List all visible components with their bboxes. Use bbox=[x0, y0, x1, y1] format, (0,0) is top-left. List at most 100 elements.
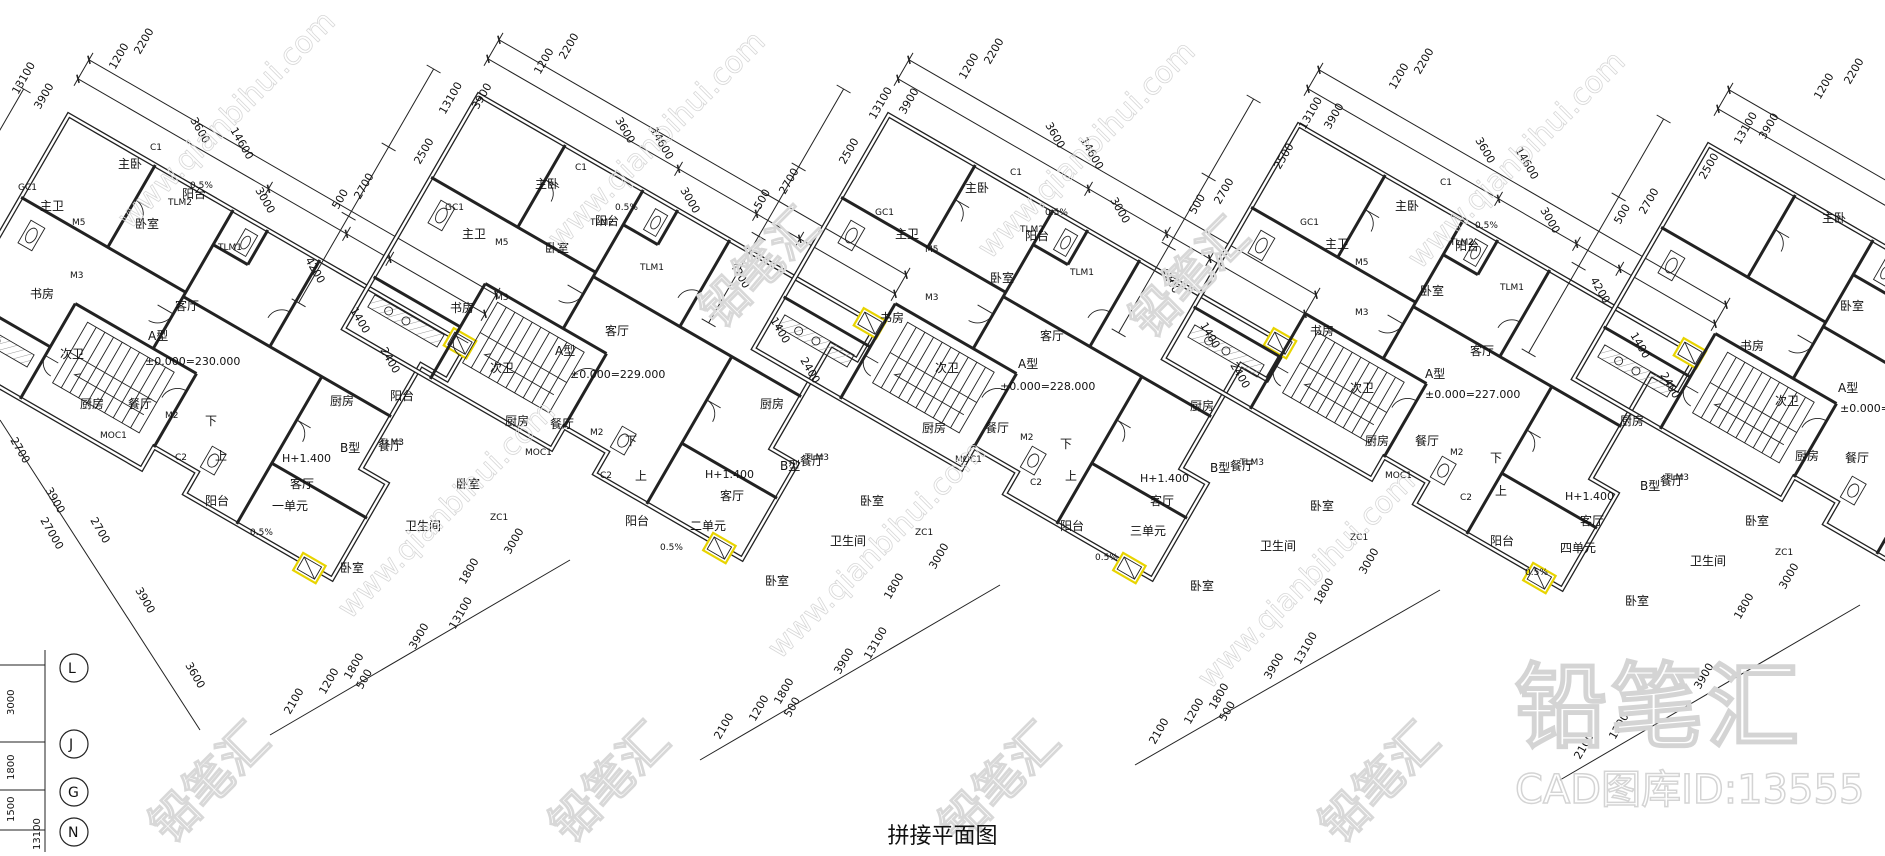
svg-text:餐厅: 餐厅 bbox=[1660, 473, 1684, 488]
svg-text:C2: C2 bbox=[600, 471, 612, 481]
svg-text:±0.000=227.000: ±0.000=227.000 bbox=[1840, 402, 1885, 415]
svg-text:TLM2: TLM2 bbox=[1019, 225, 1044, 235]
svg-text:铅笔汇: 铅笔汇 bbox=[1119, 207, 1260, 348]
svg-text:3600: 3600 bbox=[1042, 120, 1067, 151]
svg-text:客厅: 客厅 bbox=[1470, 343, 1494, 358]
svg-text:主卧: 主卧 bbox=[118, 157, 142, 171]
svg-text:卧室: 卧室 bbox=[990, 270, 1014, 285]
svg-text:书房: 书房 bbox=[30, 286, 54, 301]
svg-text:2200: 2200 bbox=[131, 26, 156, 57]
svg-text:L: L bbox=[68, 661, 76, 677]
svg-text:3900: 3900 bbox=[132, 585, 157, 616]
svg-text:卫生间: 卫生间 bbox=[1260, 539, 1296, 553]
svg-text:2500: 2500 bbox=[1271, 141, 1296, 172]
unit-plan-4 bbox=[1106, 38, 1736, 602]
unit-plan-3 bbox=[696, 28, 1326, 592]
svg-text:B型: B型 bbox=[780, 459, 800, 473]
svg-text:下: 下 bbox=[1060, 437, 1072, 451]
svg-text:卧室: 卧室 bbox=[1420, 283, 1444, 298]
svg-text:厨房: 厨房 bbox=[1795, 448, 1819, 463]
svg-text:1200: 1200 bbox=[106, 41, 131, 72]
svg-text:3900: 3900 bbox=[42, 485, 67, 516]
svg-text:3900: 3900 bbox=[831, 646, 856, 677]
svg-text:卧室: 卧室 bbox=[456, 476, 480, 491]
svg-text:1800: 1800 bbox=[456, 556, 481, 587]
svg-text:卧室: 卧室 bbox=[545, 240, 569, 255]
svg-text:3900: 3900 bbox=[406, 621, 431, 652]
svg-text:主卧: 主卧 bbox=[1395, 199, 1419, 213]
svg-text:卧室: 卧室 bbox=[1625, 593, 1649, 608]
svg-text:上: 上 bbox=[215, 449, 227, 463]
svg-text:2700: 2700 bbox=[776, 166, 801, 197]
svg-text:阳台: 阳台 bbox=[625, 513, 649, 528]
axis-grid: L J G N 3000 1800 1500 13100 bbox=[0, 650, 89, 852]
svg-text:书房: 书房 bbox=[1740, 338, 1764, 353]
svg-text:500: 500 bbox=[1611, 202, 1633, 227]
svg-text:GC1: GC1 bbox=[875, 208, 894, 218]
svg-text:TLM3: TLM3 bbox=[1239, 458, 1264, 468]
svg-text:2200: 2200 bbox=[981, 36, 1006, 67]
svg-text:主卫: 主卫 bbox=[40, 199, 64, 213]
svg-text:餐厅: 餐厅 bbox=[1415, 433, 1439, 448]
svg-text:www.qianbihui.com: www.qianbihui.com bbox=[331, 394, 563, 626]
svg-text:阳台: 阳台 bbox=[1455, 238, 1479, 253]
svg-text:M2: M2 bbox=[1020, 433, 1034, 443]
svg-text:3900: 3900 bbox=[1756, 111, 1781, 142]
svg-text:卫生间: 卫生间 bbox=[830, 534, 866, 548]
svg-text:13100: 13100 bbox=[32, 818, 43, 850]
svg-text:主卫: 主卫 bbox=[462, 227, 486, 241]
svg-text:上: 上 bbox=[1065, 469, 1077, 483]
svg-text:C1: C1 bbox=[1010, 168, 1022, 178]
svg-text:上: 上 bbox=[1495, 484, 1507, 498]
svg-text:TLM2: TLM2 bbox=[167, 198, 192, 208]
axis-bubble-n bbox=[59, 817, 89, 847]
svg-text:M3: M3 bbox=[1355, 308, 1369, 318]
unit-plan-2 bbox=[286, 8, 916, 572]
svg-text:厨房: 厨房 bbox=[1365, 433, 1389, 448]
svg-text:二单元: 二单元 bbox=[690, 519, 726, 533]
svg-text:2700: 2700 bbox=[1636, 186, 1661, 217]
svg-text:餐厅: 餐厅 bbox=[1230, 458, 1254, 473]
svg-text:ZC1: ZC1 bbox=[490, 513, 508, 523]
svg-text:0.5%: 0.5% bbox=[660, 543, 683, 553]
svg-text:3900: 3900 bbox=[1321, 101, 1346, 132]
svg-text:TLM3: TLM3 bbox=[379, 438, 404, 448]
svg-text:客厅: 客厅 bbox=[720, 488, 744, 503]
svg-text:A型: A型 bbox=[1018, 357, 1038, 371]
svg-text:2200: 2200 bbox=[1411, 46, 1436, 77]
svg-text:阳台: 阳台 bbox=[1490, 533, 1514, 548]
svg-text:M5: M5 bbox=[925, 245, 939, 255]
svg-text:0.5%: 0.5% bbox=[190, 181, 213, 191]
svg-text:3900: 3900 bbox=[31, 81, 56, 112]
svg-text:铅笔汇: 铅笔汇 bbox=[689, 197, 830, 338]
svg-text:13100: 13100 bbox=[446, 595, 475, 632]
axis-bubble-j bbox=[59, 729, 89, 759]
axis-bubble-l bbox=[59, 653, 89, 683]
svg-text:2500: 2500 bbox=[836, 136, 861, 167]
svg-text:M3: M3 bbox=[495, 293, 509, 303]
svg-text:主卧: 主卧 bbox=[535, 177, 559, 191]
svg-text:厨房: 厨房 bbox=[80, 396, 104, 411]
svg-text:书房: 书房 bbox=[450, 300, 474, 315]
unit-3-labels: 主卧 阳台 卧室 主卫 书房 客厅 次卫 厨房 餐厅 A型 ±0.000=228… bbox=[880, 181, 1334, 593]
svg-text:TLM1: TLM1 bbox=[639, 263, 664, 273]
svg-text:TLM3: TLM3 bbox=[1664, 473, 1689, 483]
svg-text:3000: 3000 bbox=[1776, 561, 1801, 592]
svg-text:M3: M3 bbox=[925, 293, 939, 303]
unit-2-labels: 主卧 阳台 卧室 主卫 书房 客厅 次卫 厨房 餐厅 A型 ±0.000=229… bbox=[450, 177, 884, 588]
svg-text:厨房: 厨房 bbox=[1190, 398, 1214, 413]
svg-text:H+1.400: H+1.400 bbox=[282, 452, 331, 465]
svg-text:下: 下 bbox=[625, 434, 637, 448]
svg-text:下: 下 bbox=[205, 414, 217, 428]
svg-text:2700: 2700 bbox=[351, 171, 376, 202]
svg-text:阳台: 阳台 bbox=[205, 493, 229, 508]
svg-text:2100: 2100 bbox=[1146, 716, 1171, 747]
unit-plan-5-partial bbox=[1516, 58, 1885, 622]
svg-text:客厅: 客厅 bbox=[175, 298, 199, 313]
svg-text:客厅: 客厅 bbox=[1580, 513, 1604, 528]
svg-text:卫生间: 卫生间 bbox=[1690, 554, 1726, 568]
svg-text:3000: 3000 bbox=[6, 690, 17, 715]
svg-text:四单元: 四单元 bbox=[1560, 541, 1596, 555]
